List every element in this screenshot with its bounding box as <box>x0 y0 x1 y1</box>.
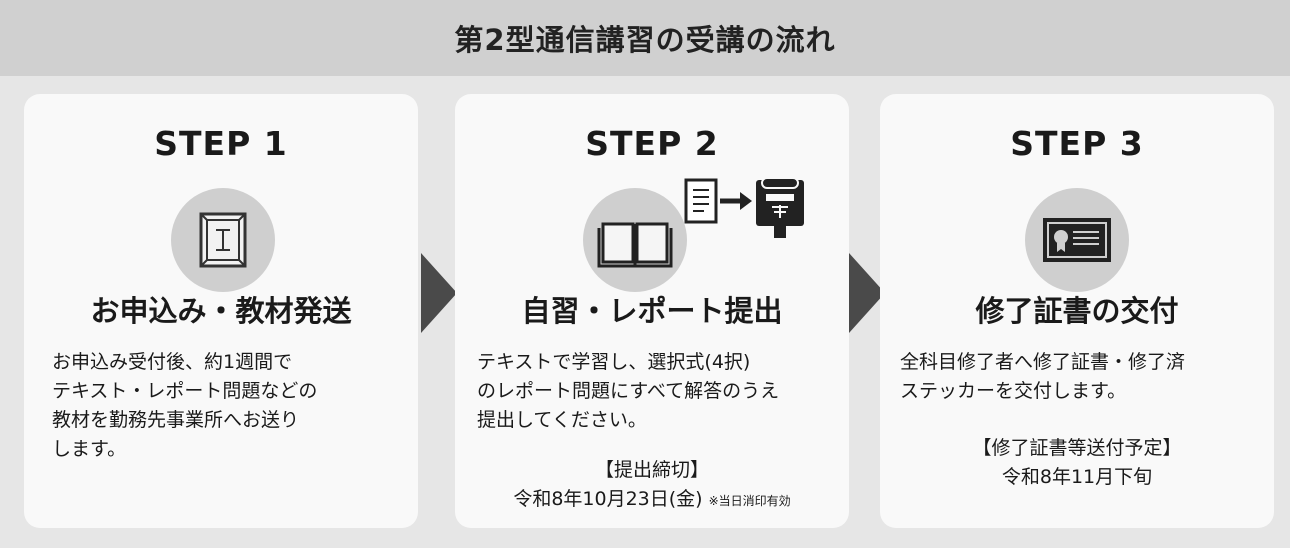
step-1-label: STEP 1 <box>154 124 288 163</box>
step-1-card: STEP 1 お申込み・教材発送 お申込み受付後、約1週間で テキスト・レポート… <box>24 94 418 528</box>
envelope-icon <box>171 188 275 292</box>
deadline-date-line: 令和8年10月23日(金) ※当日消印有効 <box>455 485 849 516</box>
step-3-description: 全科目修了者へ修了証書・修了済 ステッカーを交付します。 <box>900 351 1186 402</box>
submit-to-mailbox-icon <box>680 174 810 248</box>
next-arrow-icon <box>849 253 885 333</box>
step-2-heading: 自習・レポート提出 <box>521 294 783 328</box>
step-3-schedule: 【修了証書等送付予定】 令和8年11月下旬 <box>880 434 1274 492</box>
certificate-icon <box>1025 188 1129 292</box>
schedule-title: 【修了証書等送付予定】 <box>972 437 1182 459</box>
step-3-heading: 修了証書の交付 <box>975 294 1179 328</box>
deadline-title: 【提出締切】 <box>594 459 709 481</box>
step-1-description: お申込み受付後、約1週間で テキスト・レポート問題などの 教材を勤務先事業所へお… <box>52 351 318 460</box>
step-2-label: STEP 2 <box>585 124 719 163</box>
deadline-postmark-note: ※当日消印有効 <box>708 494 791 508</box>
page-header: 第2型通信講習の受講の流れ <box>0 0 1290 76</box>
step-1-heading: お申込み・教材発送 <box>90 294 352 328</box>
open-book-icon <box>583 188 687 292</box>
page-title: 第2型通信講習の受講の流れ <box>454 23 836 57</box>
step-2-card: STEP 2 自習・レポート提出 テキストで学習し、選択式(4択) のレポー <box>455 94 849 528</box>
schedule-date: 令和8年11月下旬 <box>1001 466 1153 488</box>
deadline-date: 令和8年10月23日(金) <box>513 488 703 510</box>
step-3-label: STEP 3 <box>1010 124 1144 163</box>
step-2-deadline: 【提出締切】 令和8年10月23日(金) ※当日消印有効 <box>455 456 849 516</box>
step-3-card: STEP 3 修了証書の交付 全科目修了者へ修了証書・修了済 ステッカーを交付し… <box>880 94 1274 528</box>
next-arrow-icon <box>421 253 457 333</box>
step-2-description: テキストで学習し、選択式(4択) のレポート問題にすべて解答のうえ 提出してくだ… <box>477 351 780 431</box>
